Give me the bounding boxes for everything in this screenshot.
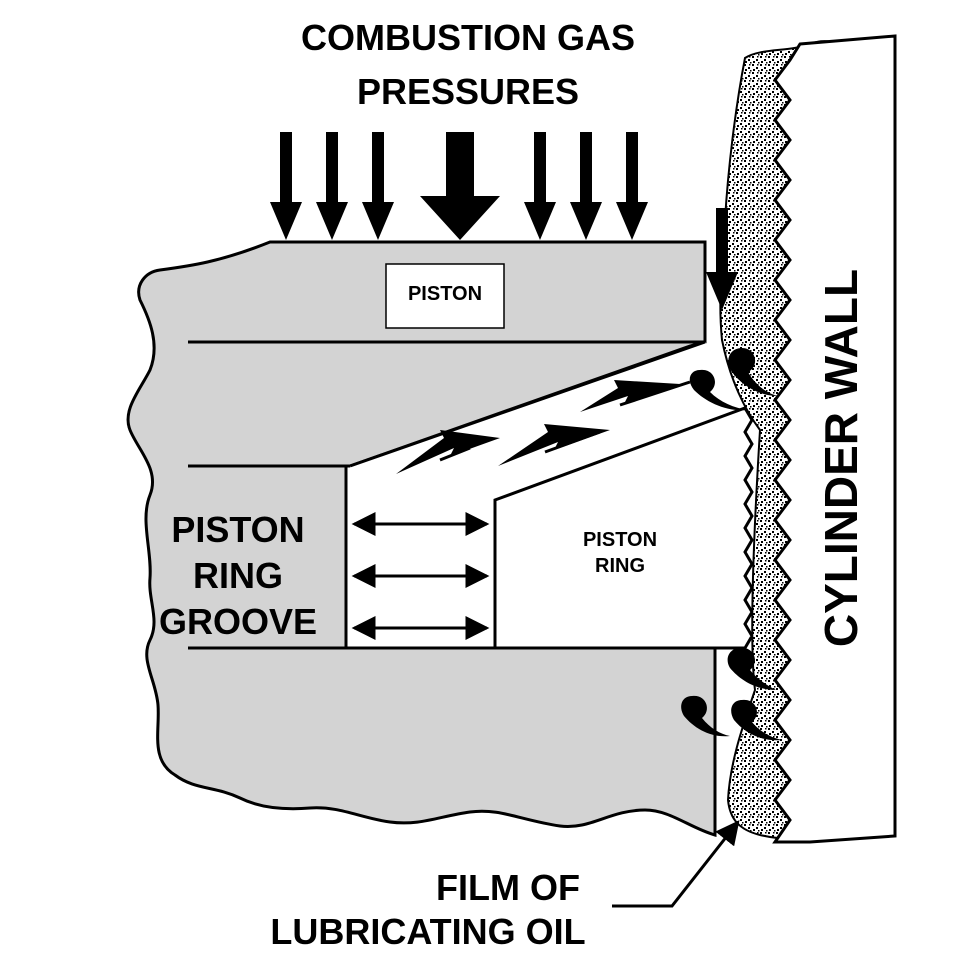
pressure-arrow-5 [570, 132, 602, 240]
gas-flow-shaft-2 [544, 430, 601, 454]
groove-label-line-1: PISTON [171, 509, 304, 550]
pressure-arrow-big [420, 132, 500, 240]
gas-flow-arrow-2 [498, 424, 610, 466]
piston-body [126, 240, 717, 837]
gas-flow-shaft-1 [619, 380, 691, 407]
ring-label-line-2: RING [595, 555, 645, 577]
cylinder-wall [772, 34, 897, 844]
piston-label-box [385, 263, 505, 329]
groove-slope-line [349, 340, 706, 468]
oil-droplet-4 [681, 695, 730, 737]
groove-label-line-3: GROOVE [159, 601, 317, 642]
pressure-arrow-4 [524, 132, 556, 240]
gas-flow-arrow-1 [580, 380, 680, 412]
pressure-arrows [270, 132, 738, 310]
cylinder-wall-label: CYLINDER WALL [815, 269, 867, 647]
oil-droplet-5 [731, 699, 782, 741]
ring-label-line-1: PISTON [583, 529, 657, 551]
oil-label-line-2: LUBRICATING OIL [270, 911, 585, 952]
pressure-arrow-3 [362, 132, 394, 240]
gas-flow-arrows [396, 380, 680, 474]
oil-droplet-1 [728, 348, 778, 396]
groove-label-line-2: RING [193, 555, 283, 596]
oil-droplet-3 [727, 647, 776, 690]
title-line-2: PRESSURES [357, 71, 579, 112]
oil-label-line-1: FILM OF [436, 867, 580, 908]
gas-flow-arrow-3 [396, 430, 500, 474]
oil-droplets [681, 348, 782, 741]
title-line-1: COMBUSTION GAS [301, 17, 635, 58]
piston-label: PISTON [408, 283, 482, 305]
radial-pressure-arrows [351, 512, 490, 640]
pressure-arrow-6 [616, 132, 648, 240]
pressure-arrow-gap [706, 208, 738, 310]
pressure-arrow-2 [316, 132, 348, 240]
gas-flow-shaft-3 [439, 446, 471, 462]
oil-droplet-2 [689, 369, 748, 411]
pressure-arrow-1 [270, 132, 302, 240]
oil-leader-line [612, 820, 740, 908]
piston-ring [493, 406, 754, 650]
